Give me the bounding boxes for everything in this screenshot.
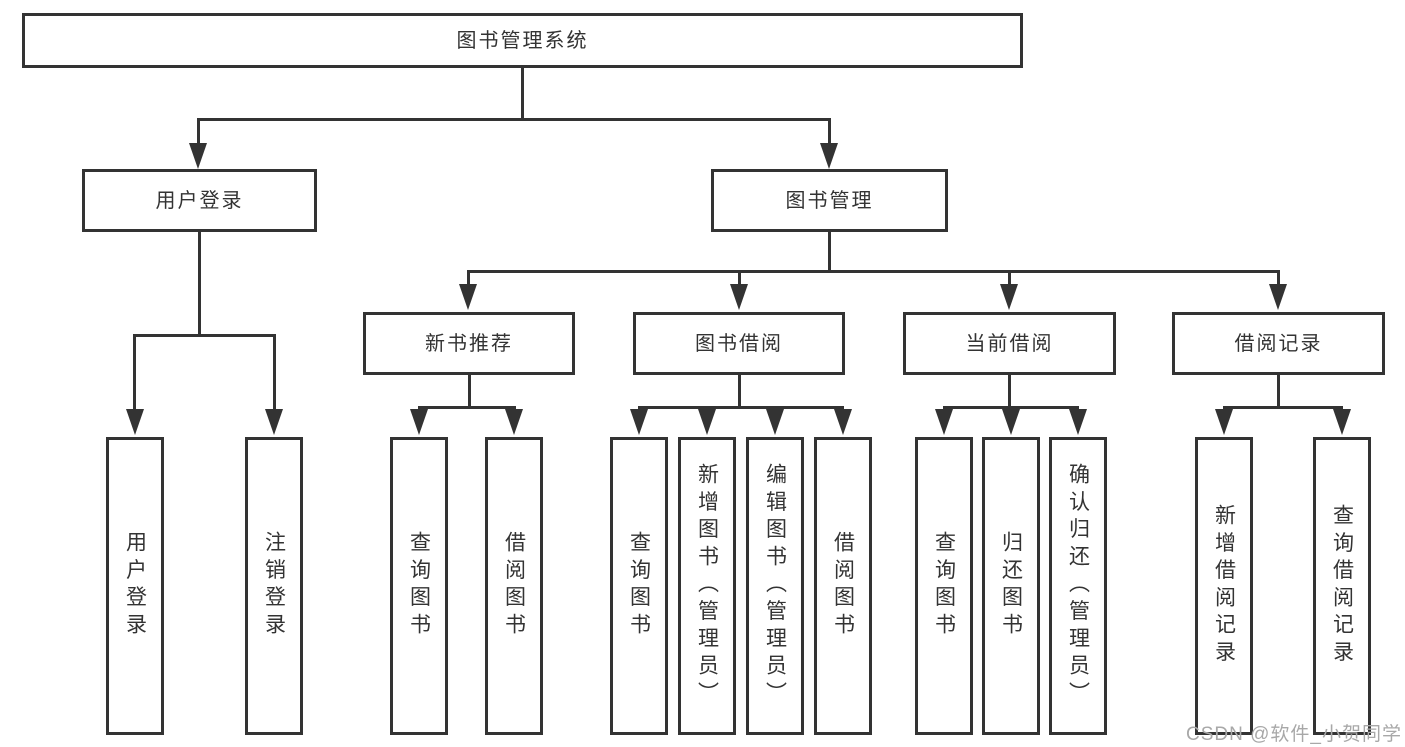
- leaf-user-login: 用户登录: [106, 437, 164, 735]
- arrow-down: [410, 409, 428, 435]
- connector-line: [1277, 270, 1280, 284]
- node-library-system-label: 图书管理系统: [456, 29, 589, 52]
- leaf-edit-books-admin-label: 编辑图书（管理员）: [763, 463, 787, 709]
- connector-line: [468, 375, 471, 406]
- leaf-borrow-books-recommend-label: 借阅图书: [502, 531, 526, 641]
- node-book-borrowing-label: 图书借阅: [695, 332, 783, 355]
- connector-line: [638, 406, 844, 409]
- connector-line: [1223, 406, 1343, 409]
- node-book-borrowing: 图书借阅: [633, 312, 845, 375]
- leaf-query-books-borrowing: 查询图书: [610, 437, 668, 735]
- arrow-down: [1002, 409, 1020, 435]
- connector-line: [1277, 375, 1280, 406]
- connector-line: [943, 406, 1079, 409]
- node-book-management-label: 图书管理: [785, 189, 874, 212]
- leaf-add-books-admin-label: 新增图书（管理员）: [695, 463, 719, 709]
- connector-line: [133, 334, 136, 410]
- leaf-query-books-recommend-label: 查询图书: [407, 531, 431, 641]
- arrow-down: [459, 284, 477, 310]
- leaf-logout-label: 注销登录: [262, 531, 286, 641]
- arrow-down: [265, 409, 283, 435]
- csdn-watermark: CSDN @软件_小贺同学: [1186, 724, 1402, 745]
- leaf-query-books-recommend: 查询图书: [390, 437, 448, 735]
- connector-line: [828, 232, 831, 270]
- node-new-book-recommendation-label: 新书推荐: [425, 332, 513, 355]
- arrow-down: [1000, 284, 1018, 310]
- node-new-book-recommendation: 新书推荐: [363, 312, 575, 375]
- connector-line: [418, 406, 516, 409]
- node-user-login: 用户登录: [82, 169, 317, 232]
- arrow-down: [1215, 409, 1233, 435]
- node-book-management: 图书管理: [711, 169, 948, 232]
- leaf-logout: 注销登录: [245, 437, 303, 735]
- connector-line: [521, 68, 524, 118]
- leaf-query-borrow-record: 查询借阅记录: [1313, 437, 1371, 735]
- connector-line: [1008, 270, 1011, 284]
- connector-line: [197, 118, 831, 121]
- node-user-login-label: 用户登录: [155, 189, 244, 212]
- leaf-query-books-current-label: 查询图书: [932, 531, 956, 641]
- leaf-query-books-borrowing-label: 查询图书: [627, 531, 651, 641]
- connector-line: [133, 334, 276, 337]
- arrow-down: [505, 409, 523, 435]
- arrow-down: [766, 409, 784, 435]
- leaf-borrow-books-recommend: 借阅图书: [485, 437, 543, 735]
- leaf-return-books: 归还图书: [982, 437, 1040, 735]
- node-current-borrowing: 当前借阅: [903, 312, 1116, 375]
- leaf-edit-books-admin: 编辑图书（管理员）: [746, 437, 804, 735]
- node-borrowing-records: 借阅记录: [1172, 312, 1385, 375]
- connector-line: [273, 334, 276, 410]
- leaf-add-books-admin: 新增图书（管理员）: [678, 437, 736, 735]
- arrow-down: [834, 409, 852, 435]
- leaf-borrow-books-label: 借阅图书: [831, 531, 855, 641]
- arrow-down: [189, 143, 207, 169]
- leaf-query-books-current: 查询图书: [915, 437, 973, 735]
- leaf-query-borrow-record-label: 查询借阅记录: [1330, 504, 1354, 668]
- arrow-down: [820, 143, 838, 169]
- leaf-borrow-books: 借阅图书: [814, 437, 872, 735]
- connector-line: [198, 232, 201, 334]
- node-current-borrowing-label: 当前借阅: [965, 332, 1054, 355]
- connector-line: [738, 375, 741, 406]
- connector-line: [467, 270, 1280, 273]
- arrow-down: [630, 409, 648, 435]
- leaf-return-books-label: 归还图书: [999, 531, 1023, 641]
- arrow-down: [935, 409, 953, 435]
- connector-line: [828, 118, 831, 144]
- leaf-confirm-return-admin: 确认归还（管理员）: [1049, 437, 1107, 735]
- arrow-down: [126, 409, 144, 435]
- arrow-down: [1069, 409, 1087, 435]
- connector-line: [467, 270, 470, 284]
- leaf-add-borrow-record: 新增借阅记录: [1195, 437, 1253, 735]
- leaf-add-borrow-record-label: 新增借阅记录: [1212, 504, 1236, 668]
- arrow-down: [1269, 284, 1287, 310]
- arrow-down: [730, 284, 748, 310]
- arrow-down: [698, 409, 716, 435]
- arrow-down: [1333, 409, 1351, 435]
- leaf-confirm-return-admin-label: 确认归还（管理员）: [1066, 463, 1090, 709]
- connector-line: [197, 118, 200, 144]
- node-borrowing-records-label: 借阅记录: [1234, 332, 1323, 355]
- node-library-system: 图书管理系统: [22, 13, 1023, 68]
- leaf-user-login-label: 用户登录: [123, 531, 147, 641]
- connector-line: [1008, 375, 1011, 406]
- connector-line: [738, 270, 741, 284]
